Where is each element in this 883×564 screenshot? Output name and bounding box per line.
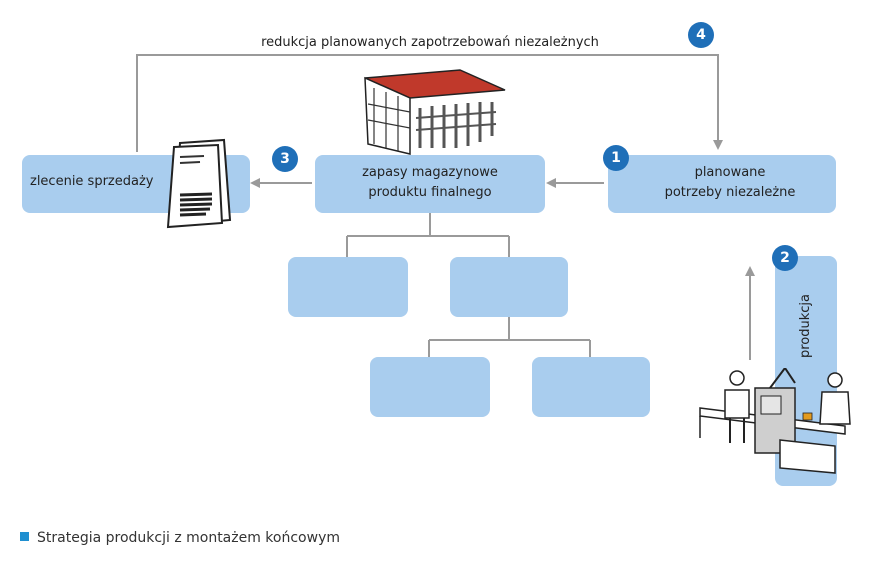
sales-order-label: zlecenie sprzedaży xyxy=(30,174,154,189)
warehouse-icon xyxy=(364,69,506,155)
document-icon xyxy=(166,138,232,229)
component-box xyxy=(450,257,568,317)
component-box xyxy=(532,357,650,417)
planned-needs-box xyxy=(608,155,836,213)
step-badge-3: 3 xyxy=(272,146,298,172)
planned-label-line1: planowane xyxy=(694,165,766,180)
step-badge-2: 2 xyxy=(772,245,798,271)
step-badge-4: 4 xyxy=(688,22,714,48)
stock-label-line1: zapasy magazynowe xyxy=(362,165,498,180)
finished-stock-box xyxy=(315,155,545,213)
top-loop-label: redukcja planowanych zapotrzebowań nieza… xyxy=(261,35,599,50)
production-label: produkcja xyxy=(798,294,813,359)
figure-caption: Strategia produkcji z montażem końcowym xyxy=(20,530,340,546)
planned-label-line2: potrzeby niezależne xyxy=(664,185,796,200)
component-box xyxy=(370,357,490,417)
caption-bullet-icon xyxy=(20,532,29,541)
production-line-icon xyxy=(699,368,851,474)
feedback-arrow xyxy=(136,54,723,152)
step-badge-1: 1 xyxy=(603,145,629,171)
stock-label-line2: produktu finalnego xyxy=(368,185,492,200)
component-box xyxy=(288,257,408,317)
caption-text: Strategia produkcji z montażem końcowym xyxy=(37,530,340,546)
